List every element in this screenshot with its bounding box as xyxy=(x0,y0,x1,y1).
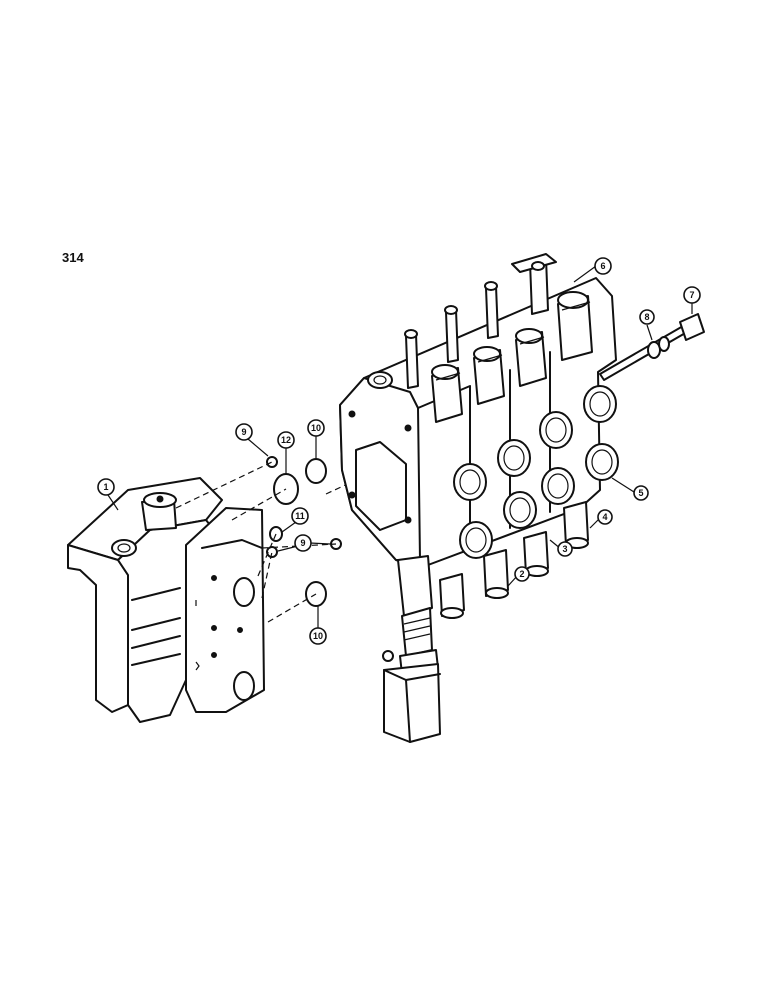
callout-label: 1 xyxy=(103,482,108,492)
alignment-lines xyxy=(175,461,357,623)
callout-label: 10 xyxy=(313,631,323,641)
control-valve-stack xyxy=(339,253,705,743)
spool-caps xyxy=(431,291,593,423)
tie-bolt xyxy=(599,313,705,381)
inlet-cover-part xyxy=(67,477,265,723)
callout-labels: 1 2 3 4 5 6 7 8 9 9 10 10 11 12 xyxy=(97,257,701,645)
callout-6: 6 xyxy=(594,257,612,275)
callout-3: 3 xyxy=(557,541,573,557)
valve-ports xyxy=(453,385,619,559)
callout-label: 10 xyxy=(311,423,321,433)
callout-10-lower: 10 xyxy=(309,627,327,645)
callout-2: 2 xyxy=(514,566,530,582)
callout-label: 11 xyxy=(295,511,305,521)
spool-rods xyxy=(404,253,557,389)
callout-1: 1 xyxy=(97,478,115,496)
callout-label: 9 xyxy=(300,538,305,548)
callout-label: 9 xyxy=(241,427,246,437)
callout-label: 7 xyxy=(689,290,694,300)
callout-label: 8 xyxy=(644,312,649,322)
callout-10-upper: 10 xyxy=(307,419,325,437)
callout-5: 5 xyxy=(633,485,649,501)
callout-label: 6 xyxy=(600,261,605,271)
seal-rings xyxy=(266,456,342,607)
callout-label: 3 xyxy=(562,544,567,554)
callout-12: 12 xyxy=(277,431,295,449)
callout-4: 4 xyxy=(597,509,613,525)
callout-9-lower: 9 xyxy=(294,534,312,552)
callout-label: 2 xyxy=(519,569,524,579)
callout-11: 11 xyxy=(291,507,309,525)
callout-label: 12 xyxy=(281,435,291,445)
callout-label: 4 xyxy=(602,512,607,522)
callout-8: 8 xyxy=(639,309,655,325)
callout-9-upper: 9 xyxy=(235,423,253,441)
relief-valve xyxy=(382,555,441,743)
page-number: 314 xyxy=(62,250,84,265)
callout-label: 5 xyxy=(638,488,643,498)
callout-7: 7 xyxy=(683,286,701,304)
